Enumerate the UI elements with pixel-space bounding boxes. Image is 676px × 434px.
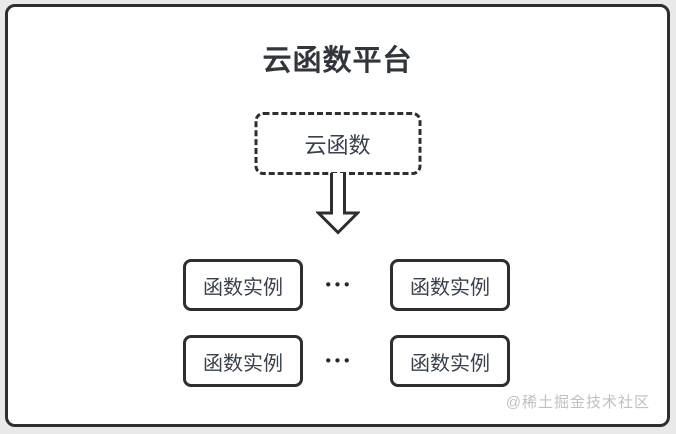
cloud-function-label: 云函数 [304,132,371,158]
cloud-function-node: 云函数 [254,112,421,175]
ellipsis-dots: ••• [325,352,354,370]
function-instance-node: 函数实例 [390,259,510,311]
function-instance-label: 函数实例 [203,276,283,299]
ellipsis-dots: ••• [325,276,354,294]
diagram-title: 云函数平台 [262,45,413,77]
function-instance-node: 函数实例 [183,335,303,387]
watermark-text: @稀土掘金技术社区 [505,394,650,411]
function-instance-label: 函数实例 [410,276,490,299]
function-instance-label: 函数实例 [203,352,283,375]
function-instance-label: 函数实例 [410,352,490,375]
diagram-canvas: 云函数平台 云函数 函数实例 ••• 函数实例 函数实例 ••• 函数实例 @稀… [5,4,670,427]
function-instance-node: 函数实例 [390,335,510,387]
function-instance-node: 函数实例 [183,259,303,311]
down-arrow-icon [315,173,360,235]
